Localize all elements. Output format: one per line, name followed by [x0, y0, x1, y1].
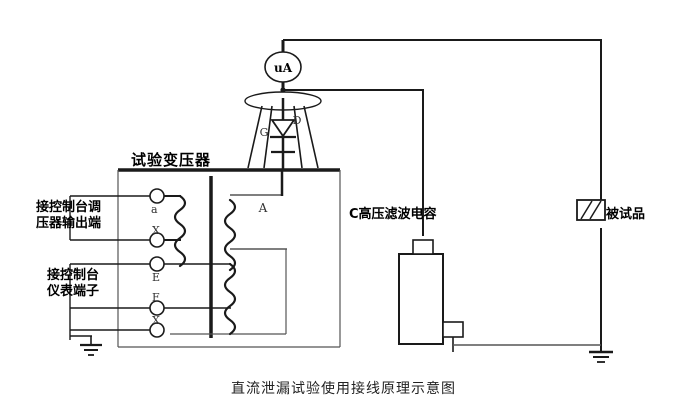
- terminal-a-bushing[interactable]: [149, 188, 165, 204]
- microammeter-label: uA: [274, 61, 293, 75]
- test-object-hatch-1: [580, 200, 593, 220]
- terminal-label-x2: X: [152, 314, 160, 327]
- left-label-instrument-terminals: 接控制台 仪表端子: [47, 268, 100, 299]
- silicon-stack-label: G: [260, 126, 269, 139]
- junction-dot-meter-branch: [280, 87, 286, 93]
- stack-leg-inner-left: [263, 105, 273, 169]
- terminal-e-bushing[interactable]: [149, 256, 165, 272]
- stack-leg-outer-right: [303, 105, 319, 169]
- terminal-label-a: a: [151, 203, 158, 216]
- capacitor-bottom-terminal: [442, 321, 464, 338]
- terminal-label-f: F: [152, 291, 160, 304]
- filter-capacitor-body: [398, 253, 444, 345]
- capacitor-title-label: C高压滤波电容: [349, 207, 437, 222]
- terminal-label-x1: X: [152, 224, 160, 237]
- terminal-label-e: E: [152, 271, 161, 284]
- transformer-title-label: 试验变压器: [131, 151, 212, 169]
- stack-leg-outer-left: [247, 105, 263, 169]
- left-label-regulator-output: 接控制台调 压器输出端: [36, 200, 102, 231]
- diode-triangle-symbol: [270, 119, 296, 138]
- secondary-winding-label: A: [258, 201, 268, 215]
- primary-winding-coil: [173, 194, 187, 268]
- test-object-title-label: 被试品: [606, 207, 646, 222]
- diode-label: D: [293, 114, 302, 127]
- capacitor-top-terminal: [412, 239, 434, 255]
- figure-caption: 直流泄漏试验使用接线原理示意图: [231, 381, 456, 397]
- test-object-hatch-2: [589, 200, 602, 220]
- tertiary-winding-coil: [223, 262, 237, 336]
- secondary-winding-coil: [223, 198, 237, 272]
- stack-leg-inner-right: [293, 105, 303, 169]
